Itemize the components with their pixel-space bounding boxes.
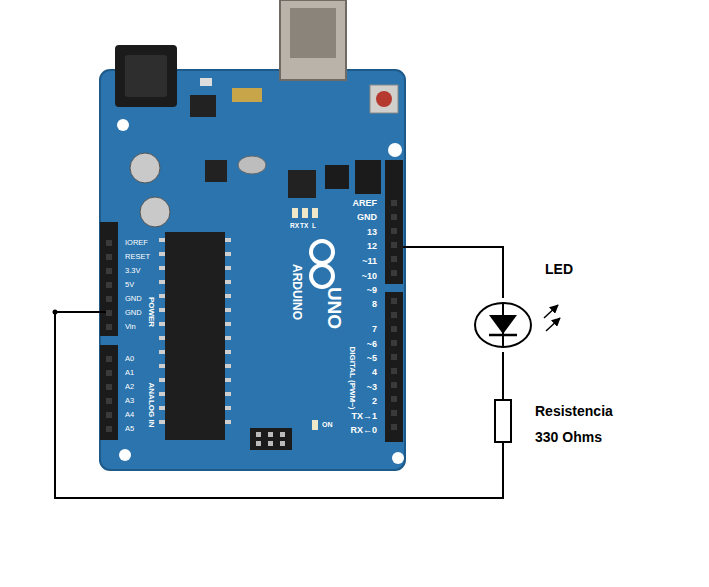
mounting-hole — [119, 449, 131, 461]
board-led — [312, 208, 318, 218]
wire — [403, 247, 503, 298]
component-label: Resistencia 330 Ohms — [535, 398, 630, 450]
led-symbol — [475, 303, 560, 347]
board-led — [302, 208, 308, 218]
resistor-symbol — [495, 400, 511, 442]
section-label: DIGITAL (PWM~) — [348, 346, 357, 409]
pin-label: GND — [125, 295, 165, 303]
power-header — [100, 222, 118, 336]
usb-connector — [280, 0, 346, 80]
board-led-label: RX — [290, 222, 302, 229]
capacitor — [130, 153, 160, 183]
board-led-label: TX — [300, 222, 314, 229]
pin-label: Vin — [125, 323, 165, 331]
pin-label: A2 — [125, 383, 165, 391]
chip-pins — [159, 238, 231, 424]
pin-label: TX→1 — [335, 412, 377, 422]
pin-label: A3 — [125, 397, 165, 405]
pin-label: IOREF — [125, 239, 165, 247]
pin-label: 3.3V — [125, 267, 165, 275]
pin-label: A0 — [125, 355, 165, 363]
mounting-hole — [388, 143, 402, 157]
smd-part — [200, 78, 212, 86]
mounting-hole — [117, 119, 129, 131]
wire — [55, 312, 503, 498]
section-label: POWER — [147, 297, 156, 327]
icsp-header — [355, 160, 381, 194]
crystal — [238, 156, 266, 174]
analog-header — [100, 345, 118, 440]
digital-header — [385, 160, 403, 284]
board-led-label: ON — [322, 421, 342, 429]
pin-label: GND — [125, 309, 165, 317]
pin-label: GND — [335, 213, 377, 223]
digital-header — [385, 292, 403, 442]
brand-label: ARDUINO — [289, 264, 302, 320]
header-holes — [106, 200, 397, 432]
pin-label: RESET — [125, 253, 165, 261]
board-led — [292, 208, 298, 218]
pin-label: A4 — [125, 411, 165, 419]
section-label: ANALOG IN — [147, 383, 156, 428]
pin-label: ~11 — [335, 257, 377, 267]
icsp-header — [250, 428, 292, 450]
arduino-board — [100, 70, 405, 470]
reset-button-cap — [376, 91, 392, 107]
pin-label: 13 — [335, 228, 377, 238]
smd-part — [232, 88, 262, 102]
pin-label: 5V — [125, 281, 165, 289]
component-label: LED — [545, 262, 605, 277]
microcontroller-chip — [165, 232, 225, 440]
pin-label: ~10 — [335, 272, 377, 282]
wire-joint — [53, 310, 58, 315]
pin-label: A1 — [125, 369, 165, 377]
voltage-regulator — [190, 95, 216, 117]
usb-chip — [288, 170, 316, 198]
board-led-label: L — [312, 222, 322, 229]
pin-label: AREF — [335, 199, 377, 209]
mounting-hole — [392, 452, 404, 464]
arduino-logo — [311, 241, 333, 287]
dc-jack — [115, 45, 177, 107]
reset-button — [370, 85, 398, 113]
capacitor — [140, 197, 170, 227]
jumper-header — [325, 165, 349, 189]
usb-inner — [290, 8, 336, 58]
pin-label: RX←0 — [335, 426, 377, 436]
wire — [502, 352, 504, 400]
header-pins — [256, 432, 285, 446]
dc-jack-inner — [125, 55, 167, 97]
model-label: UNO — [324, 287, 345, 329]
board-led — [312, 420, 318, 430]
pin-label: 12 — [335, 242, 377, 252]
ic-small — [205, 160, 227, 182]
pin-label: A5 — [125, 425, 165, 433]
